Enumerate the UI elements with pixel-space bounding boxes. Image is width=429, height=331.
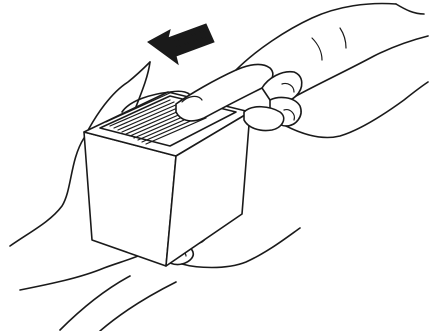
- slide-left-arrow: [148, 24, 214, 64]
- box: [84, 92, 250, 266]
